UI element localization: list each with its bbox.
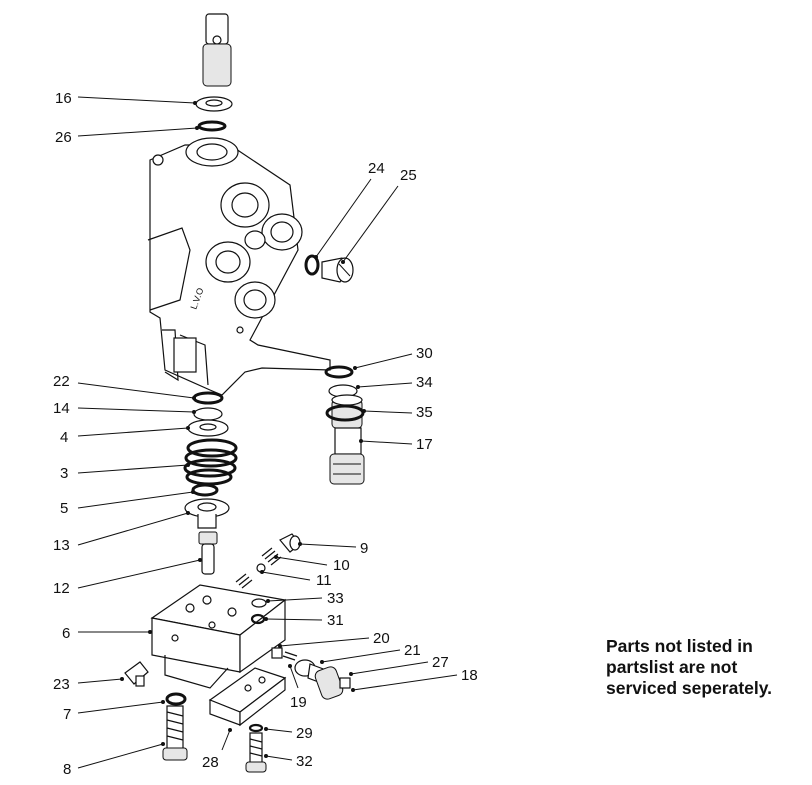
callout-19: 19 [290, 694, 307, 711]
o-ring-24-part [304, 254, 320, 276]
callout-9: 9 [360, 540, 368, 557]
callout-29: 29 [296, 725, 313, 742]
callout-4: 4 [60, 429, 68, 446]
callout-14: 14 [53, 400, 70, 417]
ring-5-part [191, 483, 219, 497]
bracket-28-part [208, 667, 287, 727]
service-note: Parts not listed in partslist are not se… [606, 636, 810, 699]
check-valve-parts [235, 533, 301, 589]
callout-32: 32 [296, 753, 313, 770]
side-valve-parts [271, 647, 351, 700]
fitting-23-part [124, 661, 149, 687]
service-note-line: Parts not listed in [606, 636, 753, 656]
washer-4-part [187, 419, 229, 437]
callout-34: 34 [416, 374, 433, 391]
callout-28: 28 [202, 754, 219, 771]
spring-cup-13-part [184, 498, 230, 529]
callout-6: 6 [62, 625, 70, 642]
seal-14-part [193, 407, 223, 421]
callout-7: 7 [63, 706, 71, 723]
callout-18: 18 [461, 667, 478, 684]
callout-23: 23 [53, 676, 70, 693]
o-ring-22-part [192, 391, 224, 405]
callout-17: 17 [416, 436, 433, 453]
relief-cartridge-17-part [325, 394, 365, 485]
callout-22: 22 [53, 373, 70, 390]
o-ring-30-part [324, 365, 354, 379]
callout-33: 33 [327, 590, 344, 607]
callout-21: 21 [404, 642, 421, 659]
service-note-line: serviced seperately. [606, 678, 773, 698]
valve-body-part: L.V.O [147, 137, 331, 396]
callout-25: 25 [400, 167, 417, 184]
callout-10: 10 [333, 557, 350, 574]
callout-labels: 16 26 24 25 30 34 35 17 22 14 4 3 5 13 1… [53, 90, 478, 778]
o-ring-7-part [165, 692, 187, 706]
callout-31: 31 [327, 612, 344, 629]
callout-12: 12 [53, 580, 70, 597]
spring-3-part [183, 438, 238, 486]
washer-29-part [248, 723, 264, 733]
o-ring-26-part [197, 120, 227, 132]
service-note-line: partslist are not [606, 657, 738, 677]
callout-16: 16 [55, 90, 72, 107]
callout-24: 24 [368, 160, 385, 177]
plug-25-part [321, 257, 354, 283]
spool-part [202, 13, 232, 87]
bolt-32-part [245, 732, 267, 773]
callout-26: 26 [55, 129, 72, 146]
bolt-8-part [162, 705, 188, 761]
callout-11: 11 [316, 572, 332, 589]
wiper-seal-part [195, 96, 233, 112]
callout-27: 27 [432, 654, 449, 671]
callout-3: 3 [60, 465, 68, 482]
callout-35: 35 [416, 404, 433, 421]
leader-lines [77, 96, 458, 769]
bolt-12-part [198, 531, 218, 575]
callout-13: 13 [53, 537, 70, 554]
callout-5: 5 [60, 500, 68, 517]
callout-30: 30 [416, 345, 433, 362]
callout-20: 20 [373, 630, 390, 647]
callout-8: 8 [63, 761, 71, 778]
